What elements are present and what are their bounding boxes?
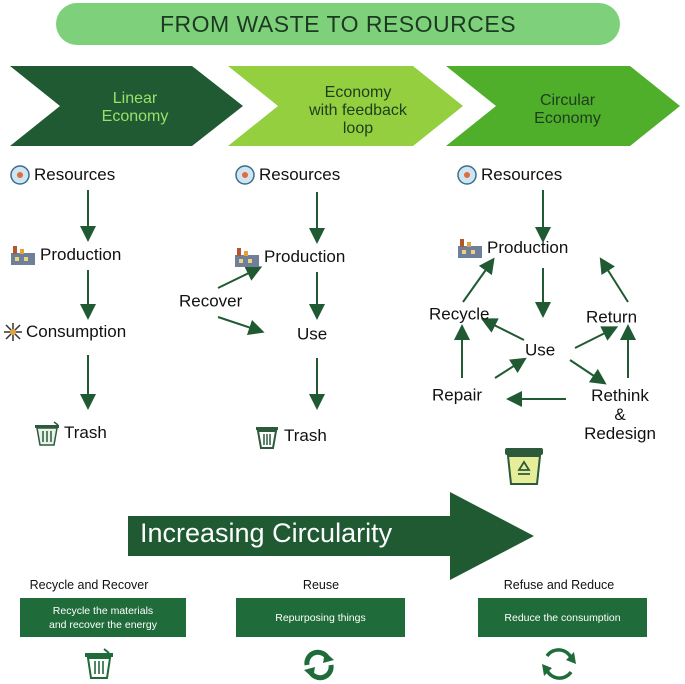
circular-rethink-redesign: Rethink & Redesign: [570, 386, 670, 443]
chevron-feedback-line2: with feedback: [309, 102, 407, 119]
feedback-use-label: Use: [297, 324, 328, 344]
stage-box-1-line1: Recycle the materials: [52, 604, 154, 617]
arrow-circ-repair-use: [494, 357, 527, 379]
feedback-trash-label: Trash: [284, 426, 327, 445]
chevron-feedback-line3: loop: [342, 120, 374, 137]
chevron-circular: [446, 66, 680, 146]
stage-caption-1: Recycle and Recover: [29, 578, 149, 592]
arrow-circ-recycle-prod: [462, 257, 495, 303]
chevron-circular-line1: Circular: [539, 92, 596, 109]
linear-consumption: Consumption: [2, 321, 126, 343]
resources-icon: [457, 165, 477, 185]
linear-consumption-label: Consumption: [26, 322, 127, 341]
linear-resources-label: Resources: [34, 165, 116, 184]
linear-production-label: Production: [40, 245, 122, 264]
chevron-linear-label: Linear Economy: [70, 90, 200, 126]
factory-icon: [11, 246, 35, 265]
resources-icon: [10, 165, 30, 185]
chevron-circular-label: Circular Economy: [500, 92, 635, 128]
increasing-circularity-label: Increasing Circularity: [140, 518, 393, 548]
stage-box-2: Repurposing things: [236, 598, 405, 637]
circular-rethink-label: Rethink: [591, 386, 649, 405]
chevron-circular-line2: Economy: [534, 110, 601, 127]
stage-caption-3: Refuse and Reduce: [503, 578, 615, 592]
feedback-recover-label: Recover: [179, 291, 243, 311]
chevron-strip: [10, 66, 680, 146]
title-banner: FROM WASTE TO RESOURCES: [56, 3, 620, 45]
linear-resources: Resources: [8, 164, 115, 186]
arrow-circ-use-rethink: [569, 359, 607, 385]
chevron-linear: [10, 66, 243, 146]
arrow-circ-use-return: [574, 326, 619, 349]
arrow-circ-return-prod: [599, 257, 629, 303]
circular-recycle-label: Recycle: [429, 304, 490, 324]
stage-box-2-line1: Repurposing things: [275, 611, 366, 624]
feedback-production-label: Production: [264, 247, 346, 266]
chevron-linear-line1: Linear: [112, 90, 158, 107]
arrow-recover-up: [217, 266, 263, 289]
stage-box-1-line2: and recover the energy: [49, 618, 157, 631]
arrow-circ-use-recycle: [480, 318, 525, 341]
trash-icon: [256, 427, 278, 449]
circular-recycle: Recycle: [429, 304, 489, 325]
circular-return-label: Return: [586, 307, 638, 327]
circular-return: Return: [586, 307, 637, 328]
chevron-linear-line2: Economy: [101, 108, 169, 125]
feedback-production: Production: [232, 245, 345, 269]
circular-use: Use: [525, 340, 555, 361]
feedback-use: Use: [297, 324, 327, 345]
increasing-arrow: [128, 492, 534, 580]
feedback-trash: Trash: [252, 423, 327, 449]
cycle-arrows-icon: [542, 648, 576, 680]
circular-amp-label: &: [614, 405, 626, 424]
linear-trash-label: Trash: [64, 423, 107, 442]
trash-icon: [35, 421, 59, 446]
circular-resources-label: Resources: [481, 165, 563, 184]
page-title: FROM WASTE TO RESOURCES: [159, 10, 517, 37]
stage-box-3: Reduce the consumption: [478, 598, 647, 637]
recycle-bin-icon: [505, 448, 543, 485]
chevron-feedback-label: Economy with feedback loop: [283, 84, 433, 138]
resources-icon: [235, 165, 255, 185]
arrow-recover-down: [217, 316, 265, 336]
circular-redesign-label: Redesign: [584, 424, 656, 443]
circular-repair-label: Repair: [432, 385, 483, 405]
stage-box-3-line1: Reduce the consumption: [504, 611, 621, 624]
circular-production-label: Production: [487, 238, 569, 257]
feedback-recover: Recover: [179, 291, 242, 312]
linear-production: Production: [8, 243, 121, 267]
reuse-arrows-icon: [304, 649, 334, 681]
trash-icon: [85, 648, 113, 679]
circular-resources: Resources: [455, 164, 562, 186]
chevron-feedback: [228, 66, 463, 146]
circular-repair: Repair: [432, 385, 482, 406]
stage-box-1: Recycle the materials and recover the en…: [20, 598, 186, 637]
spark-icon: [4, 323, 22, 341]
factory-icon: [235, 248, 259, 267]
linear-trash: Trash: [32, 420, 107, 446]
feedback-resources-label: Resources: [259, 165, 341, 184]
circular-use-label: Use: [525, 340, 556, 360]
arrows-layer: [80, 190, 636, 410]
circular-production: Production: [455, 236, 568, 260]
feedback-resources: Resources: [233, 164, 340, 186]
factory-icon: [458, 239, 482, 258]
stage-caption-2: Reuse: [302, 578, 340, 592]
chevron-feedback-line1: Economy: [324, 84, 392, 101]
